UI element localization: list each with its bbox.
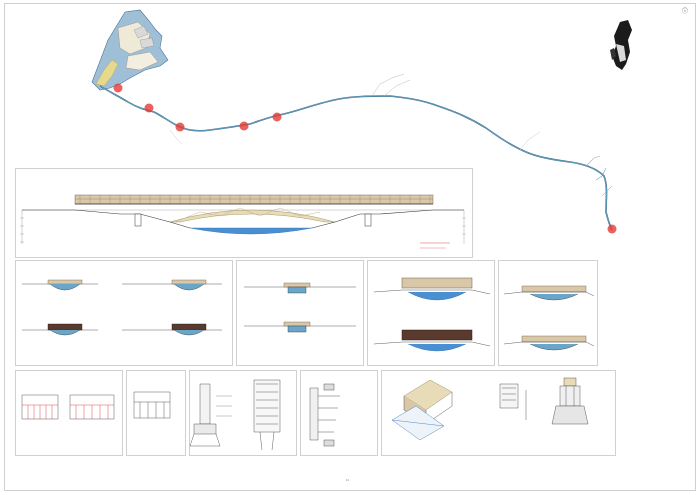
bridge-railing bbox=[79, 195, 431, 204]
detail-drawing bbox=[21, 394, 115, 420]
section-drawing bbox=[22, 279, 98, 291]
river-water bbox=[189, 227, 313, 235]
location-marker-icon[interactable] bbox=[113, 83, 123, 93]
bridge-arch bbox=[169, 207, 336, 223]
section-drawing bbox=[503, 285, 595, 301]
detail-panel-4 bbox=[300, 370, 378, 456]
info-icon[interactable]: ⓘ bbox=[682, 9, 689, 15]
location-marker-icon[interactable] bbox=[607, 224, 617, 234]
sheet-footer: 1/1 bbox=[346, 479, 350, 482]
pier-detail bbox=[189, 379, 281, 451]
bearing-detail bbox=[499, 377, 589, 425]
drawing-sheet bbox=[4, 3, 696, 491]
location-marker-icon[interactable] bbox=[239, 121, 249, 131]
section-panel-2 bbox=[236, 260, 364, 366]
axonometric-detail bbox=[391, 379, 453, 441]
harbour-area bbox=[91, 9, 169, 91]
section-drawing bbox=[373, 329, 491, 352]
river-route bbox=[99, 73, 613, 231]
section-drawing bbox=[373, 277, 491, 301]
section-panel-3 bbox=[367, 260, 495, 366]
detail-panel-1 bbox=[15, 370, 123, 456]
section-drawing bbox=[244, 282, 356, 294]
north-arrow-icon bbox=[610, 20, 632, 70]
detail-drawing bbox=[133, 391, 171, 419]
location-marker-icon[interactable] bbox=[175, 122, 185, 132]
section-drawing bbox=[503, 335, 595, 351]
elevation-title bbox=[420, 242, 450, 249]
section-drawing bbox=[122, 323, 222, 336]
bridge-deck bbox=[74, 194, 434, 205]
section-drawing bbox=[22, 323, 98, 336]
abutments bbox=[134, 213, 372, 227]
location-marker-icon[interactable] bbox=[144, 103, 154, 113]
location-marker-icon[interactable] bbox=[272, 112, 282, 122]
connection-detail bbox=[309, 383, 340, 447]
section-drawing bbox=[244, 321, 356, 333]
section-panel-1 bbox=[15, 260, 233, 366]
location-markers bbox=[113, 83, 617, 234]
section-drawing bbox=[122, 279, 222, 291]
terrain-profile bbox=[22, 209, 464, 229]
